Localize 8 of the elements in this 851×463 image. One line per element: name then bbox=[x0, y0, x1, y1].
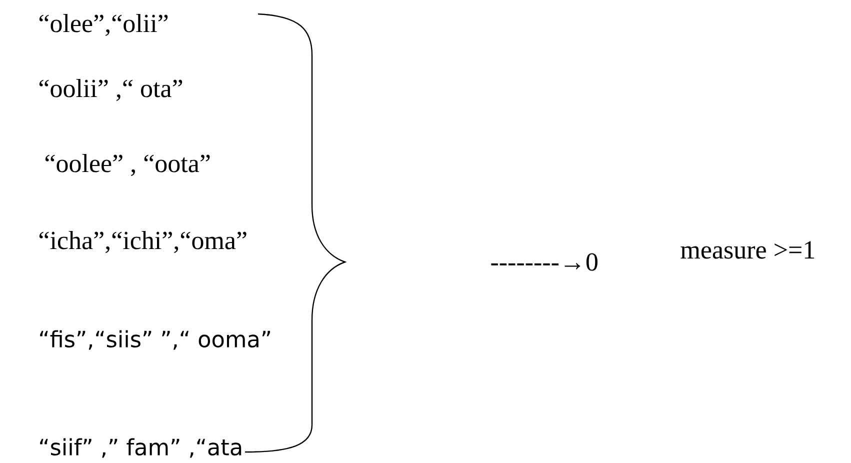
word-list: “oolii” ,“ ota” bbox=[39, 78, 182, 102]
word-list: “fis”,“siis” ”,“ ooma” bbox=[40, 330, 270, 350]
measure-note: measure >=1 bbox=[680, 241, 814, 259]
word-list: “siif” ,” fam” ,“ata bbox=[40, 438, 242, 458]
arrow-result: --------→0 bbox=[491, 253, 598, 271]
word-list: “oolee” , “oota” bbox=[45, 154, 210, 176]
word-list: “olee”,“olii” bbox=[39, 14, 168, 36]
word-list: “icha”,“ichi”,“oma” bbox=[39, 230, 246, 254]
